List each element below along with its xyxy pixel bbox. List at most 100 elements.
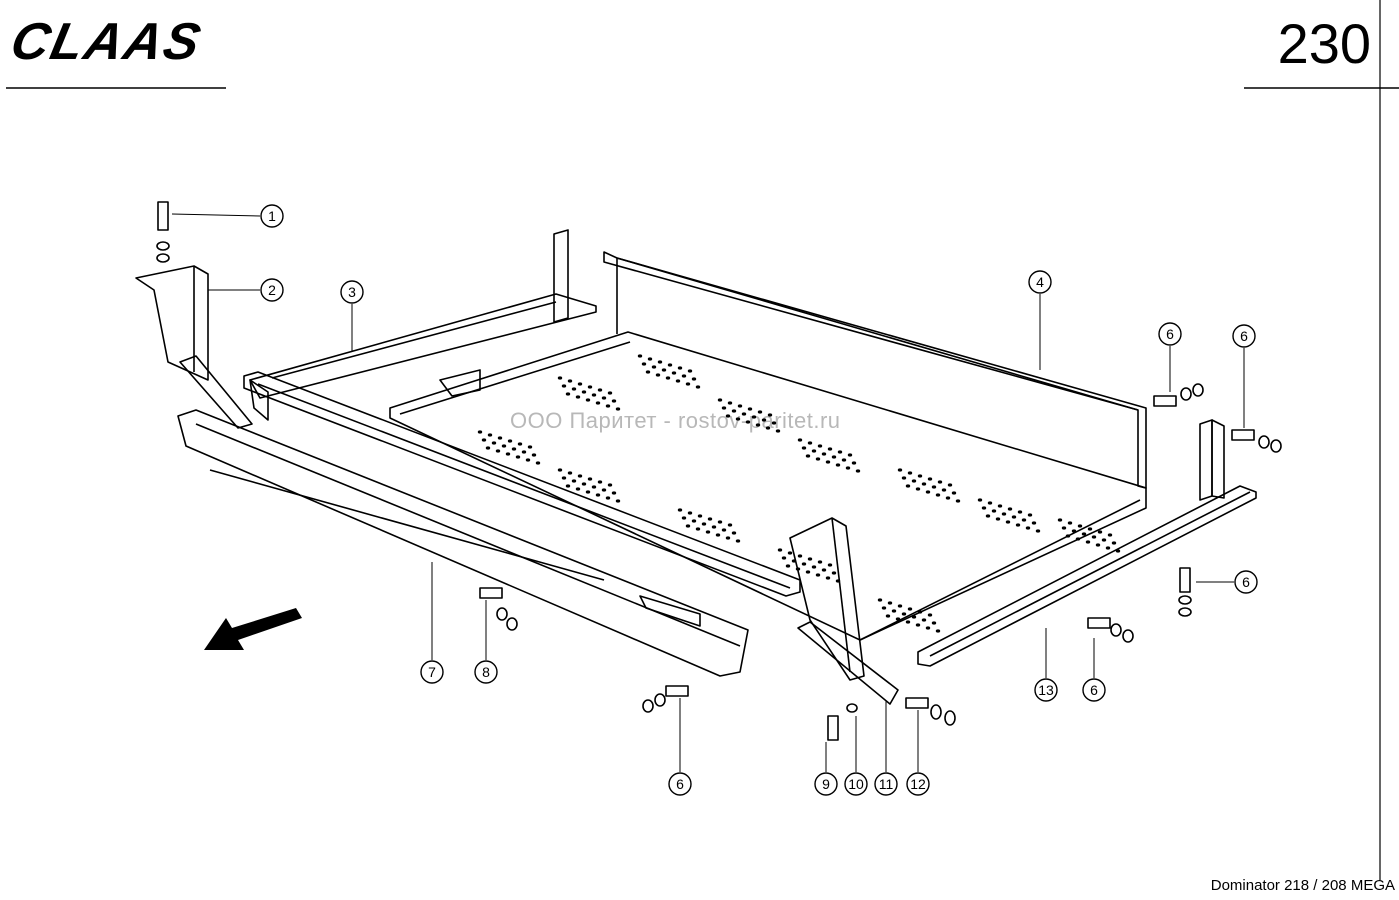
perforation-hole (1111, 541, 1117, 545)
perforation-hole (827, 447, 833, 451)
perforation-hole (1107, 533, 1113, 537)
callout-2: 2 (260, 278, 284, 302)
perforation-hole (821, 452, 827, 456)
perforation-hole (687, 369, 693, 373)
perforation-hole (921, 618, 927, 622)
perforation-hole (515, 455, 521, 459)
callout-6c: 6 (1234, 570, 1258, 594)
hardware-bolts (156, 201, 1282, 741)
perforation-hole (1001, 512, 1007, 516)
perforation-hole (831, 571, 837, 575)
svg-text:6: 6 (1240, 328, 1248, 344)
perforation-hole (777, 548, 783, 552)
perforation-hole (681, 374, 687, 378)
perforation-hole (807, 557, 813, 561)
perforation-hole (581, 390, 587, 394)
watermark: ООО Паритет - rostov-paritet.ru (510, 408, 841, 433)
perforation-hole (837, 450, 843, 454)
perforation-hole (1035, 529, 1041, 533)
perforation-hole (605, 404, 611, 408)
svg-text:2: 2 (268, 282, 276, 298)
perforation-hole (947, 483, 953, 487)
perforation-hole (721, 406, 727, 410)
perforation-hole (745, 420, 751, 424)
perforation-hole (721, 528, 727, 532)
part-front-channel (177, 409, 749, 677)
perforation-hole (921, 482, 927, 486)
callout-6e: 6 (668, 772, 692, 796)
perforation-hole (607, 391, 613, 395)
perforation-hole (657, 360, 663, 364)
perforation-hole (731, 409, 737, 413)
perforation-hole (981, 506, 987, 510)
perforation-hole (1067, 521, 1073, 525)
perforation-hole (527, 445, 533, 449)
callout-group: 1 2 3 4 6 6 6 6 6 7 8 9 10 11 12 13 (260, 204, 1258, 796)
perforation-hole (851, 461, 857, 465)
callout-8: 8 (474, 660, 498, 684)
perforation-hole (905, 620, 911, 624)
perforation-hole (601, 488, 607, 492)
perforation-hole (637, 354, 643, 358)
perforation-hole (687, 511, 693, 515)
perforation-hole (1057, 518, 1063, 522)
perforation-hole (697, 514, 703, 518)
perforation-hole (901, 612, 907, 616)
perforation-hole (1077, 524, 1083, 528)
part-perforated-floor (389, 331, 1147, 641)
perforation-hole (521, 450, 527, 454)
perforation-hole (495, 449, 501, 453)
perforation-hole (705, 530, 711, 534)
perforation-hole (581, 482, 587, 486)
perforation-hole (805, 570, 811, 574)
perforation-hole (827, 563, 833, 567)
perforation-hole (931, 485, 937, 489)
perforation-hole (755, 423, 761, 427)
perforation-hole (725, 414, 731, 418)
perforation-hole (601, 396, 607, 400)
perforation-hole (787, 551, 793, 555)
perforation-hole (685, 382, 691, 386)
perforation-hole (811, 565, 817, 569)
svg-text:13: 13 (1038, 682, 1054, 698)
perforation-hole (605, 496, 611, 500)
part-side-frame-left (249, 229, 597, 421)
perforation-hole (735, 417, 741, 421)
perforation-hole (1087, 527, 1093, 531)
perforation-hole (805, 454, 811, 458)
perforation-hole (917, 474, 923, 478)
perforation-hole (695, 385, 701, 389)
callout-11: 11 (874, 772, 898, 796)
perforation-hole (751, 415, 757, 419)
perforation-hole (905, 484, 911, 488)
perforation-hole (565, 484, 571, 488)
perforation-hole (517, 442, 523, 446)
perforation-hole (845, 466, 851, 470)
perforation-hole (577, 474, 583, 478)
callout-9: 9 (814, 772, 838, 796)
perforation-hole (825, 460, 831, 464)
callout-1: 1 (260, 204, 284, 228)
perforation-hole (491, 441, 497, 445)
perforation-hole (775, 429, 781, 433)
perforation-hole (641, 362, 647, 366)
perforation-hole (557, 376, 563, 380)
perforation-hole (615, 407, 621, 411)
perforation-hole (691, 377, 697, 381)
part-back-wall (603, 251, 1147, 489)
perforation-hole (985, 514, 991, 518)
perforation-hole (1021, 518, 1027, 522)
part-bracket-left (135, 265, 253, 429)
perforation-hole (811, 449, 817, 453)
perforation-hole (801, 446, 807, 450)
part-front-profile (243, 369, 801, 597)
perforation-hole (991, 509, 997, 513)
perforation-hole (597, 480, 603, 484)
perforation-hole (835, 463, 841, 467)
page-number: 230 (1277, 12, 1371, 75)
perforation-hole (1015, 523, 1021, 527)
callout-4: 4 (1028, 270, 1052, 294)
perforation-hole (927, 477, 933, 481)
perforation-hole (507, 439, 513, 443)
perforation-hole (1027, 513, 1033, 517)
